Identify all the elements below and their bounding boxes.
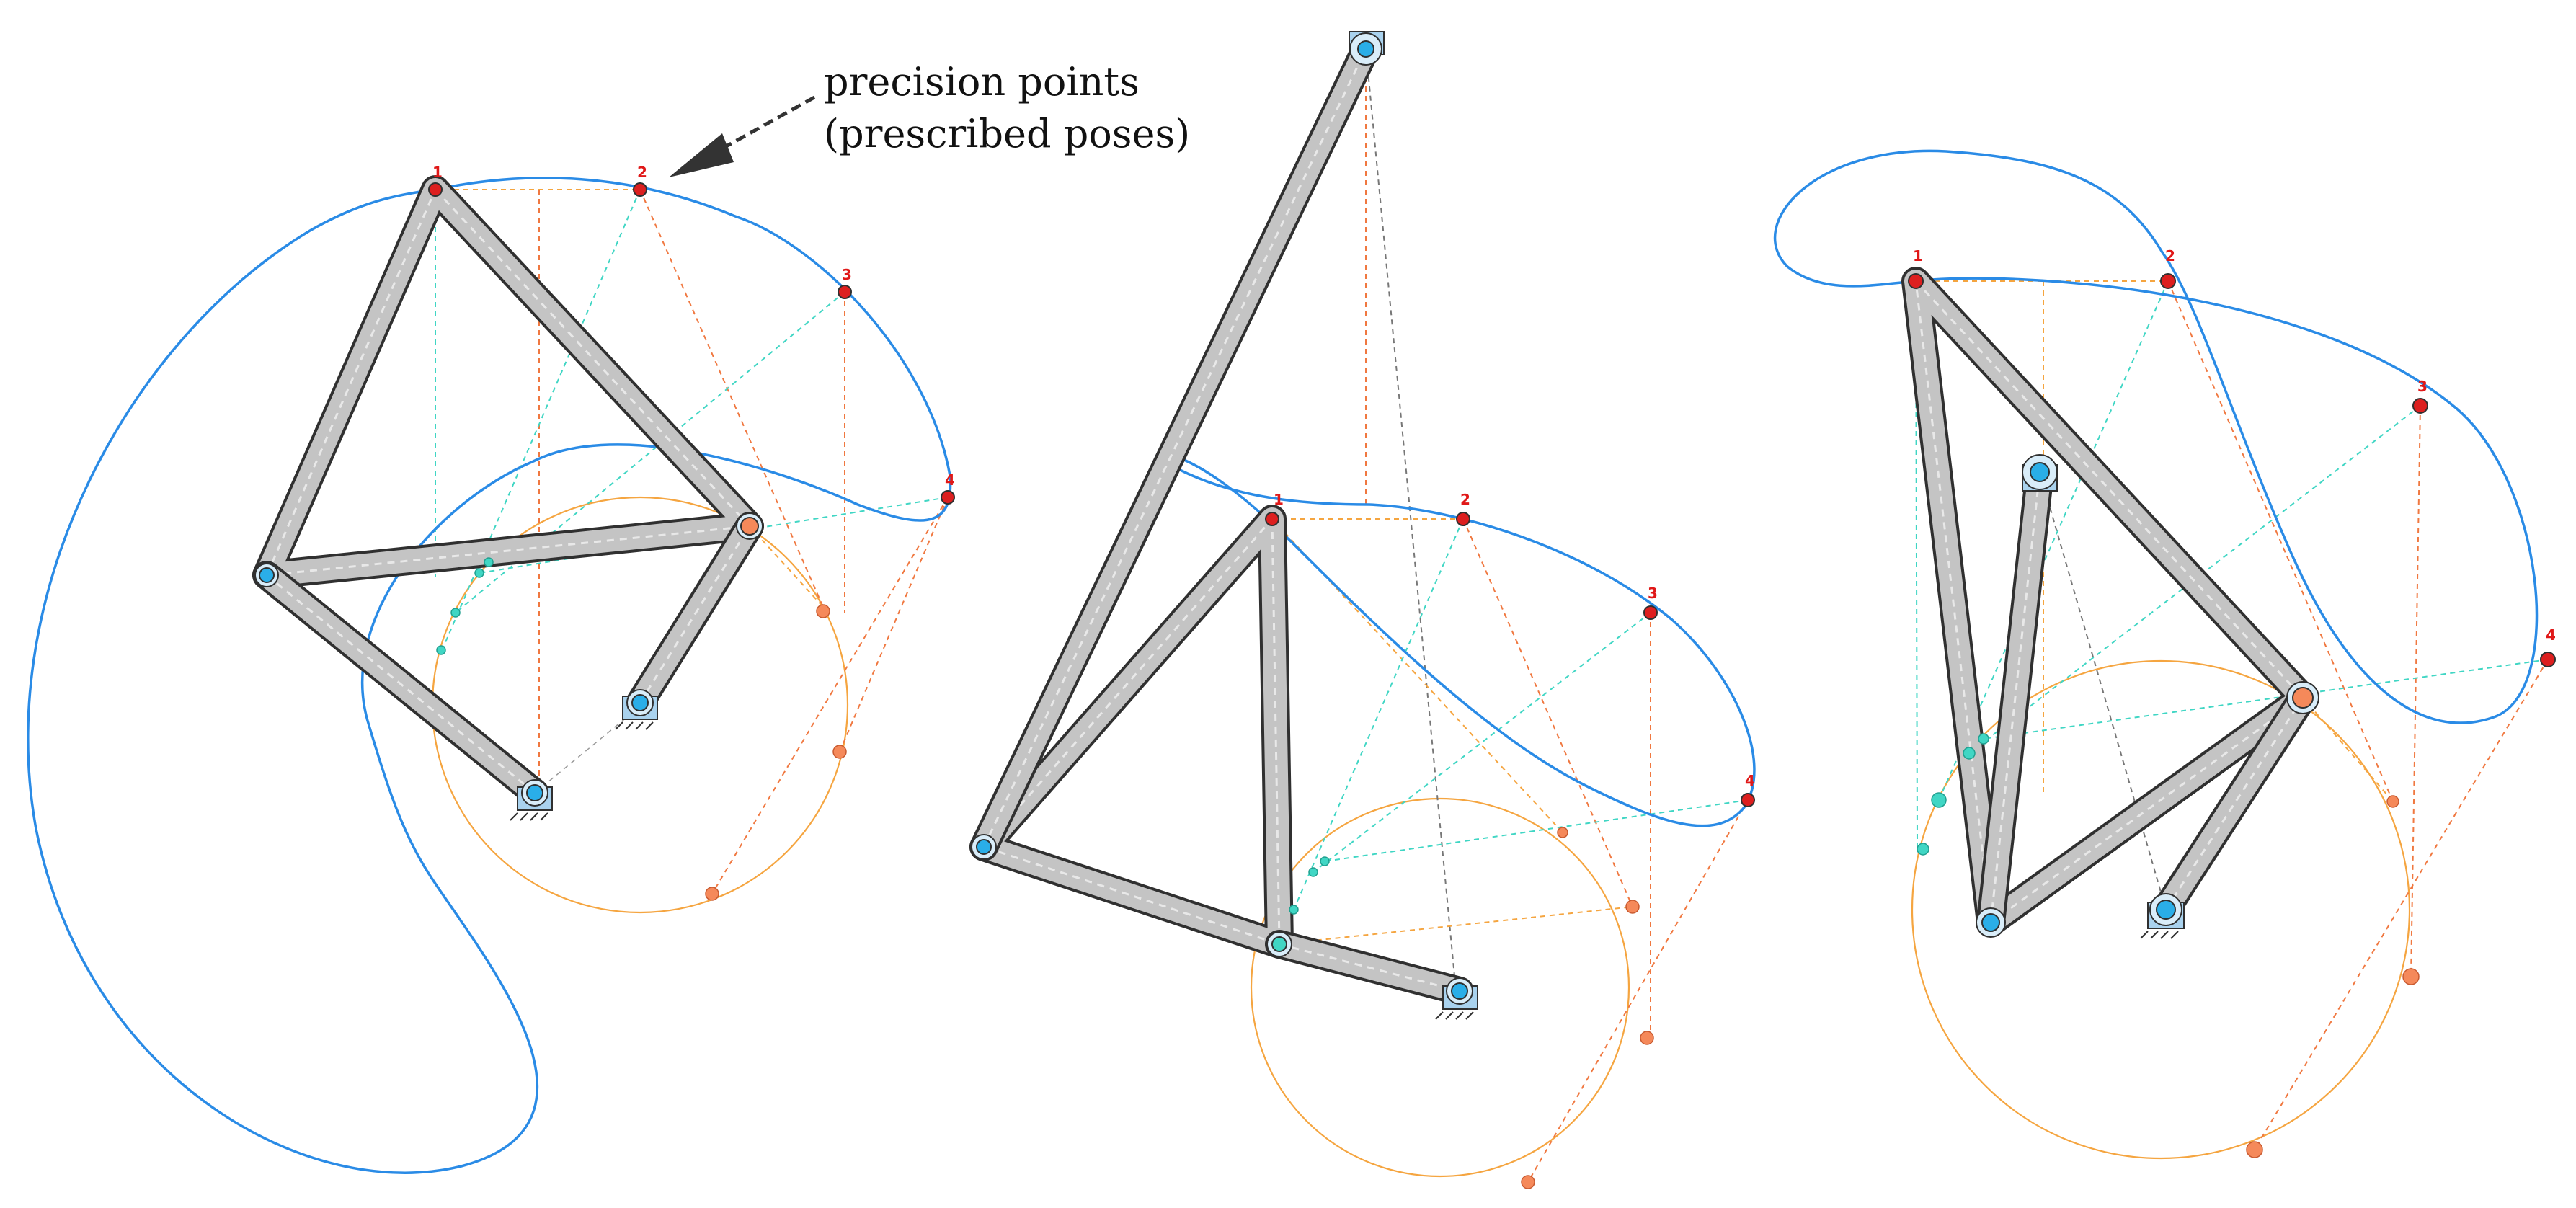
precision-points — [428, 182, 955, 505]
ground-pivot-1 — [510, 779, 553, 821]
ground-pivot-top — [1349, 31, 1385, 66]
annotation-label: precision points (prescribed poses) — [824, 56, 1285, 160]
annotation-line-1: precision points — [824, 59, 1140, 105]
coupler-link — [252, 175, 764, 590]
ground-pivot-2 — [615, 689, 658, 730]
construction-lines — [1915, 280, 2549, 1150]
moving-joint — [976, 839, 992, 855]
orange-trace-points — [705, 604, 847, 901]
construction-lines — [1271, 48, 1749, 1183]
pivot-joint — [2156, 900, 2176, 920]
rocker-link — [252, 561, 549, 807]
moving-joint — [259, 567, 275, 583]
coupler-link — [969, 505, 1294, 959]
precision-label: 4 — [945, 471, 955, 489]
annotation-line-2: (prescribed poses) — [824, 111, 1191, 156]
pivot-joint — [526, 784, 543, 801]
teal-trace-points — [436, 557, 494, 655]
precision-label: 3 — [1648, 585, 1658, 602]
coupler-curve — [1155, 452, 1756, 827]
precision-label: 2 — [637, 164, 647, 181]
long-link — [969, 35, 1380, 861]
ground-pivot-1 — [2022, 454, 2058, 492]
precision-label: 4 — [2546, 626, 2556, 644]
pivot-joint — [631, 694, 649, 711]
ground-pivot-2 — [2140, 893, 2185, 939]
precision-label: 3 — [842, 266, 852, 283]
mechanism-right: 1 2 3 4 — [1773, 149, 2556, 1160]
precision-label: 1 — [1274, 491, 1284, 508]
orange-trace-points — [1521, 827, 1654, 1189]
precision-points — [1265, 512, 1755, 807]
crank-link — [626, 512, 764, 717]
ground-pivot-bottom — [1435, 977, 1478, 1020]
precision-label: 1 — [432, 164, 443, 181]
coupler-curve — [27, 177, 952, 1174]
crank-circle — [1250, 797, 1630, 1178]
precision-label: 2 — [2165, 247, 2175, 265]
moving-joint — [1981, 913, 2000, 932]
crank-link — [1265, 930, 1474, 1005]
coupler-curve — [1773, 149, 2539, 724]
annotation-arrow — [669, 95, 816, 177]
mechanism-left: 1 2 3 4 — [27, 164, 955, 1174]
mechanism-middle: 1 2 3 4 — [969, 31, 1756, 1189]
pivot-joint — [1451, 982, 1468, 1000]
precision-label: 2 — [1460, 491, 1470, 508]
precision-label: 1 — [1913, 247, 1923, 265]
orange-trace-points — [2246, 795, 2420, 1158]
pivot-joint — [1357, 40, 1374, 58]
precision-label: 3 — [2417, 378, 2428, 395]
rocker-link — [1976, 458, 2054, 937]
crank-link — [2151, 683, 2317, 924]
teal-trace-points — [1917, 733, 1989, 856]
precision-label: 4 — [1745, 772, 1755, 789]
pivot-joint — [2030, 462, 2050, 482]
coupler-joint — [2292, 687, 2314, 709]
teal-trace-points — [1289, 856, 1330, 915]
precision-points — [1908, 273, 2556, 667]
crank-circle — [1911, 659, 2411, 1160]
coupler-link — [1901, 267, 2317, 937]
moving-joint — [1271, 936, 1287, 952]
coupler-joint — [740, 517, 759, 536]
